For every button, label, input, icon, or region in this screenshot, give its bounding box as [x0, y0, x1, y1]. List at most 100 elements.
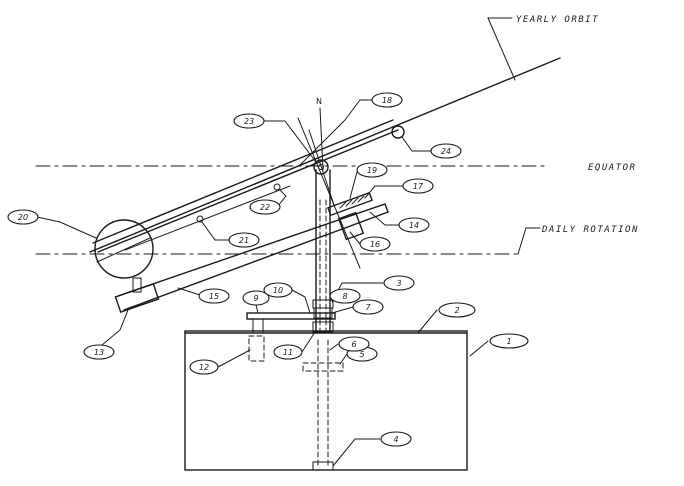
daily-rotation-leader: [517, 227, 527, 255]
bubble-2: [438, 302, 476, 318]
part-17: 17: [413, 182, 424, 191]
bubble-17: [402, 178, 434, 194]
leader-16: [349, 231, 361, 245]
gear-19-hatch2: [345, 199, 353, 207]
part-21: 21: [239, 236, 249, 245]
text-labels: YEARLY ORBIT EQUATOR DAILY ROTATION N: [316, 15, 637, 235]
bubble-13: [83, 344, 115, 360]
globe-stand: [132, 277, 142, 293]
leader-10: [291, 289, 311, 314]
leader-24: [401, 136, 433, 152]
part-16: 16: [370, 240, 380, 249]
bubble-20: [7, 209, 39, 225]
bubble-24: [430, 143, 462, 159]
leader-19: [349, 171, 358, 199]
leader-17: [364, 185, 403, 199]
leader-5: [339, 353, 348, 365]
bubble-19: [356, 162, 388, 178]
part-1: 1: [506, 337, 511, 346]
leader-11: [301, 331, 316, 353]
yearly-orbit-leader: [487, 17, 516, 81]
lower-arm-end: [384, 203, 389, 213]
part-5: 5: [359, 350, 364, 359]
gear-5-hidden: [302, 362, 344, 372]
part-20: 20: [18, 213, 28, 222]
part-13: 13: [94, 348, 104, 357]
bubble-15: [198, 288, 230, 304]
leader-1: [469, 340, 489, 357]
bubble-23: [233, 113, 265, 129]
motor-16: [337, 211, 365, 241]
plate-10: [246, 312, 336, 320]
part-11: 11: [283, 348, 293, 357]
bubble-14: [398, 217, 430, 233]
part-10: 10: [273, 286, 283, 295]
pivot-22: [273, 183, 281, 191]
gear-19-hatch1: [339, 201, 347, 209]
collar-11: [312, 321, 334, 333]
bubble-16: [359, 236, 391, 252]
part-4: 4: [393, 435, 398, 444]
top-pivot: [297, 117, 361, 269]
leader-18: [344, 99, 373, 121]
rod-18-b: [299, 119, 346, 166]
bubble-10: [263, 282, 293, 298]
rod-21: [124, 185, 291, 251]
part-12: 12: [199, 363, 209, 372]
gear-19-hatch4: [357, 195, 365, 203]
part-9: 9: [253, 294, 258, 303]
part-23: 23: [244, 117, 254, 126]
bubble-11: [273, 344, 303, 360]
housing-14: [327, 191, 373, 217]
upper-arm-top: [92, 119, 394, 244]
rod-18-c: [308, 129, 335, 206]
end-ball-24: [391, 125, 405, 139]
part-14: 14: [409, 221, 419, 230]
part-callouts: 1 2 3 4 5 6 7 8 9 10: [7, 92, 529, 467]
leader-15: [177, 287, 201, 296]
gear-19-hatch3: [351, 197, 359, 205]
bubble-12: [189, 359, 219, 375]
lower-arm-top: [117, 203, 386, 297]
part-15: 15: [209, 292, 219, 301]
base-box-outline: [184, 330, 468, 471]
part-6: 6: [351, 340, 356, 349]
bubble-9: [242, 290, 270, 306]
vertical-shaft: [312, 107, 334, 333]
part-22: 22: [260, 203, 270, 212]
globe: [94, 219, 160, 313]
leader-12: [217, 349, 251, 368]
part-2: 2: [454, 306, 459, 315]
leader-20: [36, 216, 97, 239]
bubble-7: [352, 299, 384, 315]
reference-lines: [35, 17, 549, 255]
leader-22: [277, 189, 287, 207]
pin-21: [196, 215, 204, 223]
part-18: 18: [382, 96, 392, 105]
bubble-1: [489, 333, 529, 349]
leader-7: [331, 306, 354, 314]
globe-band: [96, 237, 151, 263]
leader-6: [329, 343, 339, 351]
part-24: 24: [441, 147, 451, 156]
base-box: [184, 330, 468, 471]
leader-23: [262, 120, 317, 163]
globe-circle: [94, 219, 154, 279]
hidden-parts: [248, 335, 344, 471]
bubble-8: [329, 288, 361, 304]
leader-2: [417, 309, 438, 334]
bubble-6: [338, 336, 370, 352]
base-block-13: [114, 283, 160, 313]
leader-14: [369, 211, 401, 226]
bubble-3: [383, 275, 415, 291]
north-label: N: [316, 97, 322, 106]
part-7: 7: [365, 303, 371, 312]
leader-9: [255, 304, 259, 314]
part-3: 3: [396, 279, 401, 288]
post-9: [252, 318, 264, 334]
yearly-orbit-line: [89, 57, 561, 253]
pivot-23-outer: [313, 159, 329, 175]
orbit-arm: [89, 57, 561, 311]
rod-18-a: [297, 117, 361, 269]
